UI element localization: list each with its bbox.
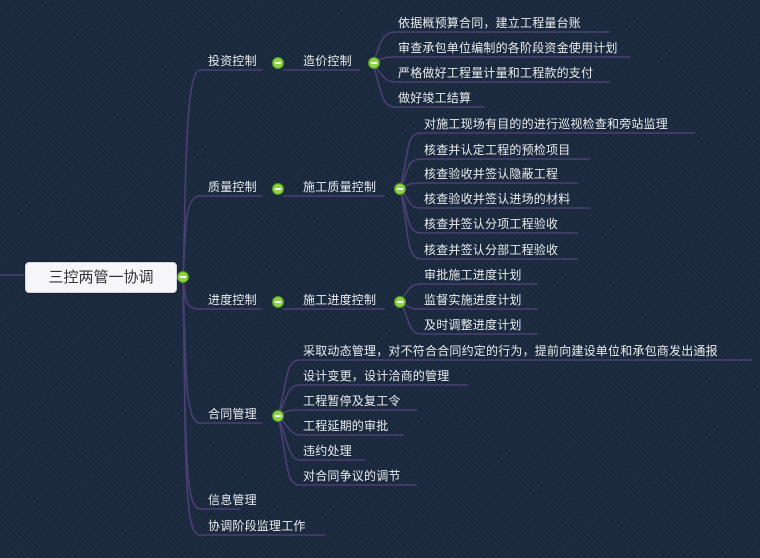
leaf-node[interactable]: 做好竣工结算 — [398, 91, 472, 105]
leaf-node[interactable]: 工程延期的审批 — [303, 419, 389, 433]
collapse-toggle-icon[interactable] — [272, 57, 284, 69]
leaf-node[interactable]: 核查验收并签认进场的材料 — [424, 192, 571, 206]
collapse-toggle-icon[interactable] — [272, 410, 284, 422]
leaf-node[interactable]: 工程暂停及复工令 — [303, 394, 401, 408]
branch-node-investment-control[interactable]: 投资控制 — [208, 54, 257, 68]
root-node[interactable]: 三控两管一协调 — [25, 262, 177, 293]
branch-node-schedule-control[interactable]: 进度控制 — [208, 293, 257, 307]
leaf-node[interactable]: 对施工现场有目的的进行巡视检查和旁站监理 — [424, 117, 669, 131]
node-construction-quality-control[interactable]: 施工质量控制 — [303, 180, 377, 194]
leaf-node[interactable]: 核查并认定工程的预检项目 — [424, 143, 571, 157]
leaf-node[interactable]: 审批施工进度计划 — [424, 268, 522, 282]
collapse-toggle-icon[interactable] — [368, 57, 380, 69]
collapse-toggle-icon[interactable] — [394, 296, 406, 308]
leaf-node[interactable]: 严格做好工程量计量和工程款的支付 — [398, 66, 594, 80]
collapse-toggle-icon[interactable] — [272, 183, 284, 195]
leaf-node[interactable]: 依据概预算合同，建立工程量台账 — [398, 16, 582, 30]
node-construction-schedule-control[interactable]: 施工进度控制 — [303, 293, 377, 307]
node-cost-control[interactable]: 造价控制 — [303, 54, 352, 68]
collapse-toggle-icon[interactable] — [177, 271, 189, 283]
branch-node-coordination[interactable]: 协调阶段监理工作 — [208, 519, 306, 533]
branch-node-contract-management[interactable]: 合同管理 — [208, 407, 257, 421]
leaf-node[interactable]: 及时调整进度计划 — [424, 318, 522, 332]
leaf-node[interactable]: 采取动态管理，对不符合合同约定的行为，提前向建设单位和承包商发出通报 — [303, 344, 718, 358]
leaf-node[interactable]: 监督实施进度计划 — [424, 293, 522, 307]
leaf-node[interactable]: 设计变更，设计洽商的管理 — [303, 369, 450, 383]
leaf-node[interactable]: 核查并签认分项工程验收 — [424, 217, 559, 231]
collapse-toggle-icon[interactable] — [394, 183, 406, 195]
leaf-node[interactable]: 核查验收并签认隐蔽工程 — [424, 167, 559, 181]
leaf-node[interactable]: 违约处理 — [303, 444, 352, 458]
leaf-node[interactable]: 核查并签认分部工程验收 — [424, 243, 559, 257]
leaf-node[interactable]: 对合同争议的调节 — [303, 469, 401, 483]
leaf-node[interactable]: 审查承包单位编制的各阶段资金使用计划 — [398, 41, 618, 55]
collapse-toggle-icon[interactable] — [272, 296, 284, 308]
branch-node-quality-control[interactable]: 质量控制 — [208, 180, 257, 194]
branch-node-information-management[interactable]: 信息管理 — [208, 493, 257, 507]
